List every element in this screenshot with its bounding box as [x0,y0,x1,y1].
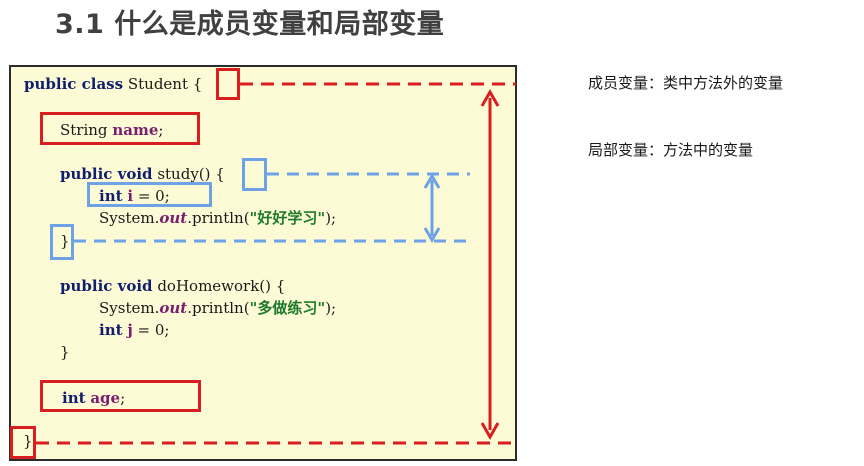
code-line-int-i: int i = 0; [99,187,170,205]
slide-title: 3.1 什么是成员变量和局部变量 [55,9,445,40]
assignment: = 0; [137,321,170,339]
method-name: study() [157,165,211,183]
local-scope-lines [74,172,470,243]
local-var-i-highlight [87,182,212,207]
system-ref: System. [99,299,160,317]
method-name: doHomework() { [157,277,286,295]
string-literal: "好好学习" [249,209,326,227]
keyword: public void [60,165,153,183]
local-variable-note: 局部变量：方法中的变量 [588,141,754,159]
out-ref: out [159,209,188,227]
code-line-println-homework: System.out.println("多做练习"); [99,299,336,317]
local-scope-arrow-icon [423,173,441,243]
age-field-highlight [40,380,201,412]
code-line-int-j: int j = 0; [99,321,169,339]
class-open-brace-highlight [216,68,240,100]
code-line-homework-close: } [60,343,70,361]
code-line-age-field: int age; [62,389,125,407]
keyword: int [99,321,123,339]
member-scope-lines [36,82,516,445]
member-scope-arrow-icon [480,88,500,441]
semicolon: ; [120,389,126,407]
local-var-name: j [127,321,133,339]
code-line-name-field: String name; [60,121,163,139]
field-name: age [90,389,121,407]
code-panel [9,65,517,461]
local-var-name: i [127,187,134,205]
type-name: String [60,121,108,139]
code-line-study-method: public void study() { [60,165,225,183]
keyword: int [99,187,123,205]
name-field-highlight [40,112,200,145]
study-open-brace-highlight [242,158,267,191]
println-call: .println( [187,209,250,227]
code-line-homework-method: public void doHomework() { [60,277,285,295]
out-ref: out [159,299,188,317]
code-line-study-close: } [60,232,70,250]
method-open-brace: { [215,165,225,183]
keyword: public class [24,75,124,93]
keyword: public void [60,277,153,295]
method-close-brace: } [60,232,70,250]
code-line-class-decl: public class Student { [24,75,202,93]
class-name: Student [127,75,188,93]
string-literal: "多做练习" [249,299,326,317]
class-close-brace: } [23,432,33,450]
field-name: name [112,121,159,139]
call-end: ); [325,299,337,317]
class-open-brace: { [192,75,203,93]
assignment: = 0; [137,187,170,205]
code-line-println-study: System.out.println("好好学习"); [99,209,336,227]
semicolon: ; [158,121,164,139]
code-line-class-close: } [23,432,33,450]
class-close-brace-highlight [10,426,36,459]
call-end: ); [325,209,337,227]
println-call: .println( [187,299,250,317]
method-close-brace: } [60,343,70,361]
study-close-brace-highlight [50,224,74,260]
keyword: int [62,389,86,407]
system-ref: System. [99,209,160,227]
member-variable-note: 成员变量：类中方法外的变量 [588,74,784,92]
